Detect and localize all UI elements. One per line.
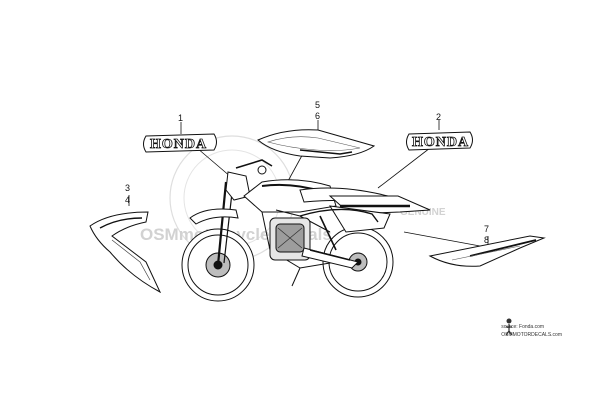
source-line-2: OSMMOTORDECALS.com — [501, 332, 562, 338]
callout-7: 7 — [484, 224, 489, 234]
honda-emblem-right: HONDA — [406, 131, 473, 151]
leader-lines — [128, 120, 489, 247]
callout-2: 2 — [436, 112, 441, 122]
callout-5: 5 — [315, 100, 320, 110]
figure-icon — [504, 318, 514, 336]
callout-4: 4 — [125, 195, 130, 205]
source-credit: source: Fonda.com OSMMOTORDECALS.com — [501, 323, 562, 339]
emblem-left-text: HONDA — [150, 137, 207, 152]
callout-8: 8 — [484, 235, 489, 245]
motorcycle — [181, 159, 431, 302]
source-line-1: source: Fonda.com — [501, 324, 545, 330]
callout-1: 1 — [178, 113, 183, 123]
shroud-decal — [89, 211, 162, 294]
emblem-right-text: HONDA — [412, 135, 469, 150]
honda-emblem-left: HONDA — [143, 133, 217, 153]
watermark-side-text: GENUINE — [400, 207, 446, 218]
callout-3: 3 — [125, 183, 130, 193]
tank-decal — [257, 129, 376, 159]
callout-6: 6 — [315, 111, 320, 121]
side-stripe-decal — [428, 235, 546, 267]
